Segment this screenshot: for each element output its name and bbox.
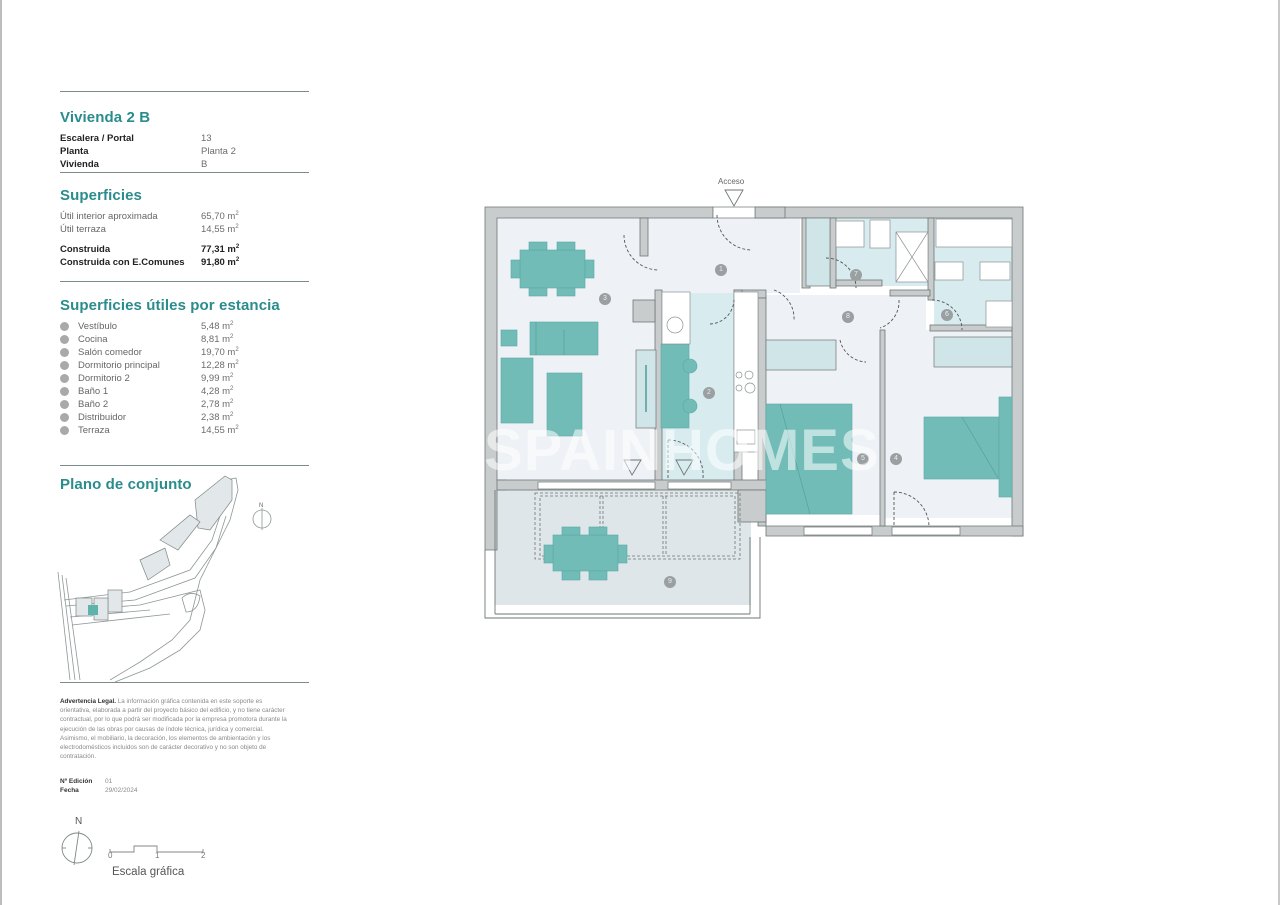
- detail-row-planta: Planta Planta 2: [60, 145, 310, 158]
- surface-value: 14,55 m2: [201, 224, 239, 235]
- surface-label: Útil interior aproximada: [60, 211, 158, 222]
- detail-label: Planta: [60, 146, 89, 157]
- detail-row-vivienda: Vivienda B: [60, 158, 310, 171]
- surface-row-construida-comunes: Construida con E.Comunes 91,80 m2: [60, 256, 310, 269]
- legal-text: La información gráfica contenida en este…: [60, 698, 287, 761]
- entrance-label: Acceso: [718, 177, 745, 186]
- detail-value: Planta 2: [201, 146, 236, 157]
- surface-label: Construida: [60, 244, 111, 255]
- room-number-dot: [60, 348, 69, 357]
- scale-label: Escala gráfica: [112, 866, 185, 878]
- room-marker-4: 4: [890, 453, 902, 465]
- legal-disclaimer: Advertencia Legal. La información gráfic…: [60, 697, 292, 761]
- legal-heading: Advertencia Legal.: [60, 698, 116, 705]
- divider: [60, 682, 309, 683]
- page-border-left: [0, 0, 2, 905]
- room-number-dot: [60, 387, 69, 396]
- detail-row-portal: Escalera / Portal 13: [60, 132, 310, 145]
- room-marker-8: 8: [842, 311, 854, 323]
- room-number-dot: [60, 426, 69, 435]
- detail-label: Vivienda: [60, 159, 99, 170]
- divider: [60, 281, 309, 282]
- divider: [60, 465, 309, 466]
- surface-value: 91,80 m2: [201, 257, 240, 268]
- surface-label: Construida con E.Comunes: [60, 257, 185, 268]
- room-marker-3: 3: [599, 293, 611, 305]
- room-number-dot: [60, 361, 69, 370]
- room-number-dot: [60, 400, 69, 409]
- room-marker-2: 2: [703, 387, 715, 399]
- rooms-title: Superficies útiles por estancia: [60, 297, 280, 314]
- surface-label: Útil terraza: [60, 224, 106, 235]
- detail-value: 13: [201, 133, 212, 144]
- surface-row-interior: Útil interior aproximada 65,70 m2: [60, 210, 310, 223]
- surface-row-terraza: Útil terraza 14,55 m2: [60, 223, 310, 236]
- room-marker-9: 9: [664, 576, 676, 588]
- scale-tick: 2: [201, 851, 206, 860]
- surface-value: 65,70 m2: [201, 211, 239, 222]
- scale-tick: 1: [155, 851, 160, 860]
- room-marker-5: 5: [857, 453, 869, 465]
- room-marker-7: 7: [850, 269, 862, 281]
- unit-title: Vivienda 2 B: [60, 109, 151, 126]
- surface-value: 77,31 m2: [201, 244, 240, 255]
- page-border-right: [1278, 0, 1280, 905]
- surface-row-construida: Construida 77,31 m2: [60, 243, 310, 256]
- detail-value: B: [201, 159, 208, 170]
- surfaces-title: Superficies: [60, 187, 142, 204]
- room-marker-6: 6: [941, 309, 953, 321]
- scale-tick: 0: [108, 851, 113, 860]
- divider: [60, 91, 309, 92]
- north-label: N: [75, 816, 83, 827]
- room-number-dot: [60, 374, 69, 383]
- detail-label: Escalera / Portal: [60, 133, 134, 144]
- room-number-dot: [60, 335, 69, 344]
- divider: [60, 172, 309, 173]
- room-marker-1: 1: [715, 264, 727, 276]
- room-number-dot: [60, 322, 69, 331]
- room-number-dot: [60, 413, 69, 422]
